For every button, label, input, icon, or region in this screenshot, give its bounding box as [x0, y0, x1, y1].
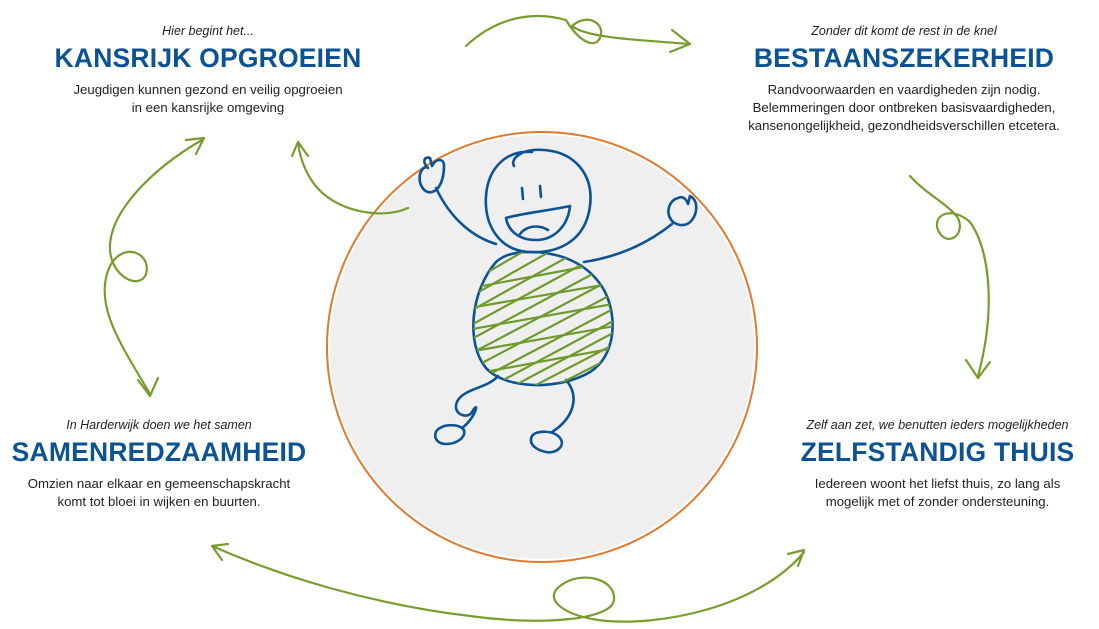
kicker-bottom-left: In Harderwijk doen we het samen	[66, 418, 252, 432]
section-samenredzaamheid: In Harderwijk doen we het samen SAMENRED…	[0, 418, 318, 511]
left-curly-arrow-icon	[103, 136, 206, 398]
title-top-left: KANSRIJK OPGROEIEN	[54, 43, 362, 73]
description-top-left: Jeugdigen kunnen gezond en veilig opgroe…	[73, 82, 343, 116]
section-bestaanszekerheid: Zonder dit komt de rest in de knel BESTA…	[715, 24, 1093, 135]
top-curly-arrow-icon	[464, 14, 692, 54]
description-top-right: Randvoorwaarden en vaardigheden zijn nod…	[748, 82, 1060, 134]
title-top-right: BESTAANSZEKERHEID	[753, 43, 1055, 73]
description-bottom-left: Omzien naar elkaar en gemeenschapskracht…	[27, 476, 291, 510]
center-ring	[326, 131, 758, 563]
center-curly-arrow-icon	[290, 140, 410, 215]
title-bottom-left: SAMENREDZAAMHEID	[11, 437, 307, 467]
kicker-top-right: Zonder dit komt de rest in de knel	[811, 24, 997, 38]
right-curly-arrow-icon	[908, 174, 992, 380]
section-kansrijk-opgroeien: Hier begint het... KANSRIJK OPGROEIEN Je…	[48, 24, 368, 117]
kicker-bottom-right: Zelf aan zet, we benutten ieders mogelij…	[806, 418, 1069, 432]
section-zelfstandig-thuis: Zelf aan zet, we benutten ieders mogelij…	[776, 418, 1099, 511]
bottom-curly-arrow-icon	[210, 542, 806, 623]
description-bottom-right: Iedereen woont het liefst thuis, zo lang…	[814, 476, 1061, 510]
jumping-stick-figure-icon	[418, 148, 698, 454]
kicker-top-left: Hier begint het...	[162, 24, 254, 38]
title-bottom-right: ZELFSTANDIG THUIS	[800, 437, 1075, 467]
